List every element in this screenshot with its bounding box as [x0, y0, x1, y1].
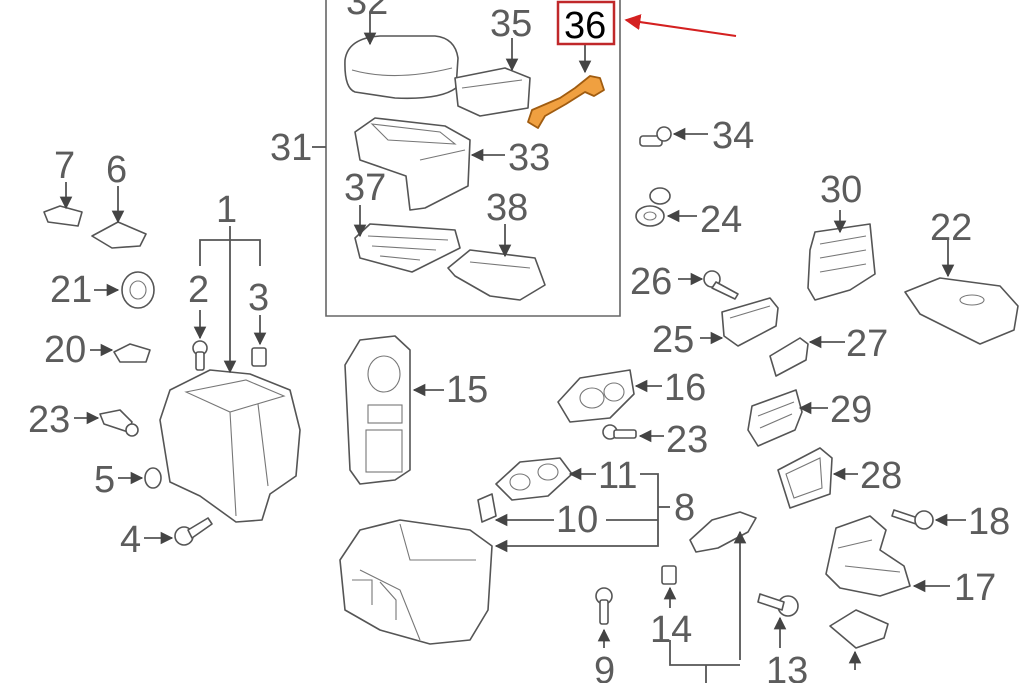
label-34: 34 [712, 115, 754, 157]
label-16: 16 [664, 367, 706, 409]
part-number-labels: 32 35 36 31 33 37 38 34 24 26 25 27 29 2… [28, 0, 1010, 688]
label-18: 18 [968, 501, 1010, 543]
part-12-bracket[interactable] [669, 511, 757, 683]
label-37: 37 [344, 167, 386, 209]
label-1: 1 [216, 189, 237, 231]
label-6: 6 [106, 149, 127, 191]
part-6-pad[interactable] [91, 186, 147, 249]
part-28-mat[interactable] [777, 447, 858, 509]
label-2: 2 [188, 269, 209, 311]
label-17: 17 [954, 567, 996, 609]
part-25-bracket[interactable] [700, 297, 779, 347]
label-23a: 23 [28, 399, 70, 441]
part-20-clip[interactable] [90, 343, 151, 363]
part-14-clip[interactable] [661, 565, 677, 608]
part-24-grommet[interactable] [635, 187, 697, 227]
part-9-screw[interactable] [595, 587, 613, 648]
label-7: 7 [54, 145, 75, 187]
part-22-panel[interactable] [904, 240, 1019, 345]
label-32: 32 [346, 0, 388, 23]
part-5-washer[interactable] [118, 467, 162, 489]
label-10: 10 [556, 499, 598, 541]
label-4: 4 [120, 519, 141, 561]
label-30: 30 [820, 169, 862, 211]
label-25: 25 [652, 319, 694, 361]
part-8-bracket-lines [494, 473, 670, 553]
label-14: 14 [650, 609, 692, 651]
label-24: 24 [700, 199, 742, 241]
label-29: 29 [830, 389, 872, 431]
label-38: 38 [486, 187, 528, 229]
part-21-knob[interactable] [94, 271, 155, 309]
part-4-bolt[interactable] [144, 517, 213, 546]
part-38-mat[interactable] [447, 224, 546, 301]
label-36: 36 [564, 5, 606, 47]
label-31: 31 [270, 127, 312, 169]
part-34-bolt[interactable] [639, 126, 708, 147]
part-23a-pin[interactable] [74, 409, 139, 437]
part-36-highlight-box [556, 0, 616, 46]
part-35-pad[interactable] [454, 38, 531, 117]
part-19-pad[interactable] [829, 609, 889, 670]
label-23b: 23 [666, 419, 708, 461]
part-27-clip[interactable] [769, 335, 845, 377]
label-8: 8 [674, 487, 695, 529]
part-37-tray[interactable] [353, 205, 461, 273]
label-3: 3 [248, 277, 269, 319]
part-18-bolt[interactable] [891, 509, 966, 530]
part-33-storage-bin[interactable] [354, 117, 505, 211]
part-36-hinge-bracket[interactable] [527, 0, 616, 129]
part-23b-screw[interactable] [602, 424, 664, 443]
label-27: 27 [846, 323, 888, 365]
label-20: 20 [44, 329, 86, 371]
label-5: 5 [94, 459, 115, 501]
label-15: 15 [446, 369, 488, 411]
label-33: 33 [508, 137, 550, 179]
part-26-bolt[interactable] [678, 270, 739, 300]
part-17-storage[interactable] [825, 515, 950, 597]
armrest-group-box [312, 0, 621, 317]
label-9: 9 [594, 650, 615, 683]
part-1-console-housing[interactable] [159, 226, 301, 523]
part-3-clip[interactable] [251, 315, 267, 367]
part-15-console-panel[interactable] [344, 335, 444, 485]
label-28: 28 [860, 455, 902, 497]
label-35: 35 [490, 3, 532, 45]
label-26: 26 [630, 261, 672, 303]
part-8-console-base[interactable] [339, 519, 493, 645]
label-21: 21 [50, 269, 92, 311]
label-13: 13 [766, 650, 808, 683]
part-29-insert[interactable] [747, 389, 828, 447]
part-30-switch-panel[interactable] [807, 210, 876, 301]
part-32-armrest-lid[interactable] [344, 12, 459, 100]
part-7-pad[interactable] [43, 182, 83, 227]
part-13-bolt[interactable] [757, 593, 799, 648]
part-16-vent[interactable] [557, 369, 662, 423]
pointer-arrow [624, 14, 737, 37]
part-11-cupholder[interactable] [495, 457, 596, 501]
part-2-screw[interactable] [192, 310, 208, 371]
label-22: 22 [930, 207, 972, 249]
part-10-pad[interactable] [477, 493, 554, 527]
label-11: 11 [598, 455, 637, 497]
